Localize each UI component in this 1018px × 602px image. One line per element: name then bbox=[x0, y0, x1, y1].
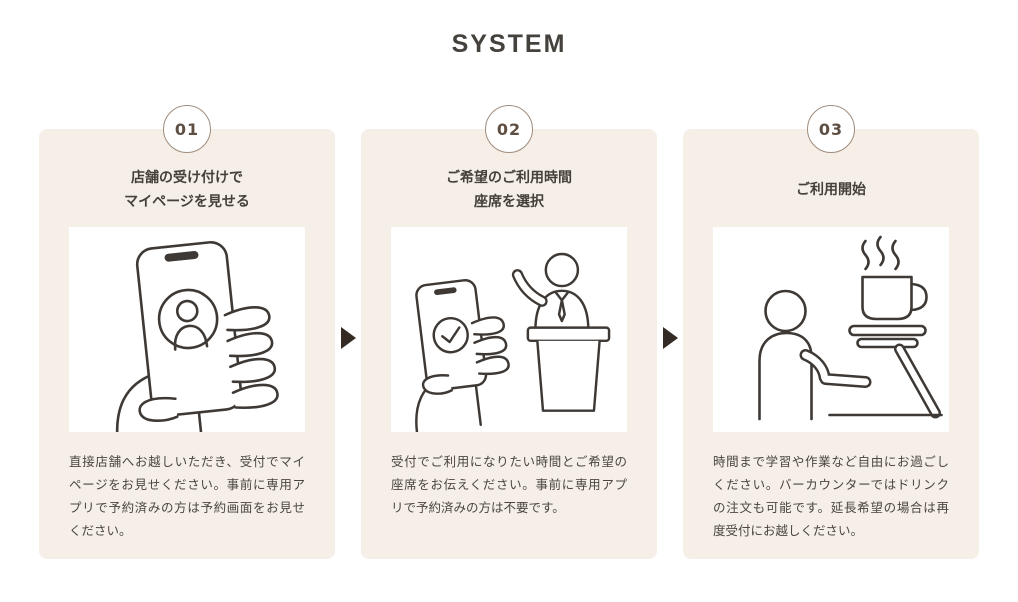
person-working-coffee-icon bbox=[758, 235, 943, 421]
step-number: 02 bbox=[496, 119, 522, 139]
step-number-badge: 02 bbox=[485, 105, 533, 153]
illustration-box bbox=[713, 227, 949, 432]
step-description: 時間まで学習や作業など自由にお過ごしください。バーカウンターではドリンクの注文も… bbox=[713, 454, 949, 539]
step-description: 直接店舗へお越しいただき、受付でマイページをお見せください。事前に専用アプリで予… bbox=[69, 454, 305, 539]
step-title: ご希望のご利用時間 座席を選択 bbox=[391, 165, 627, 217]
step-title-line: 座席を選択 bbox=[474, 194, 544, 210]
arrow-separator bbox=[335, 105, 361, 559]
step-title-line: マイページを見せる bbox=[124, 194, 250, 210]
step-title-line: ご利用開始 bbox=[796, 182, 866, 199]
illustration-box bbox=[391, 227, 627, 432]
step-number: 03 bbox=[818, 119, 844, 139]
step-card-2: 02 ご希望のご利用時間 座席を選択 bbox=[361, 105, 657, 559]
step-card-3: 03 ご利用開始 bbox=[683, 105, 979, 559]
section-title: SYSTEM bbox=[451, 30, 567, 58]
step-title: ご利用開始 bbox=[713, 165, 949, 217]
step-number-badge: 01 bbox=[163, 105, 211, 153]
arrow-separator bbox=[657, 105, 683, 559]
step-card-1: 01 店舗の受け付けで マイページを見せる bbox=[39, 105, 335, 559]
illustration-box bbox=[69, 227, 305, 432]
reception-phone-check-icon bbox=[415, 252, 611, 432]
step-description: 受付でご利用になりたい時間とご希望の座席をお伝えください。事前に専用アプリで予約… bbox=[391, 454, 627, 516]
arrow-right-icon bbox=[340, 327, 356, 349]
arrow-right-icon bbox=[662, 327, 678, 349]
step-title-line: ご希望のご利用時間 bbox=[446, 170, 572, 187]
system-section: SYSTEM 01 店舗の受け付けで マイページを見せる bbox=[0, 30, 1018, 559]
hand-holding-phone-mypage-icon bbox=[115, 240, 279, 432]
step-title: 店舗の受け付けで マイページを見せる bbox=[69, 165, 305, 217]
step-title-line: 店舗の受け付けで bbox=[131, 170, 243, 187]
steps-row: 01 店舗の受け付けで マイページを見せる bbox=[0, 105, 1018, 559]
step-number-badge: 03 bbox=[807, 105, 855, 153]
step-number: 01 bbox=[174, 119, 200, 139]
